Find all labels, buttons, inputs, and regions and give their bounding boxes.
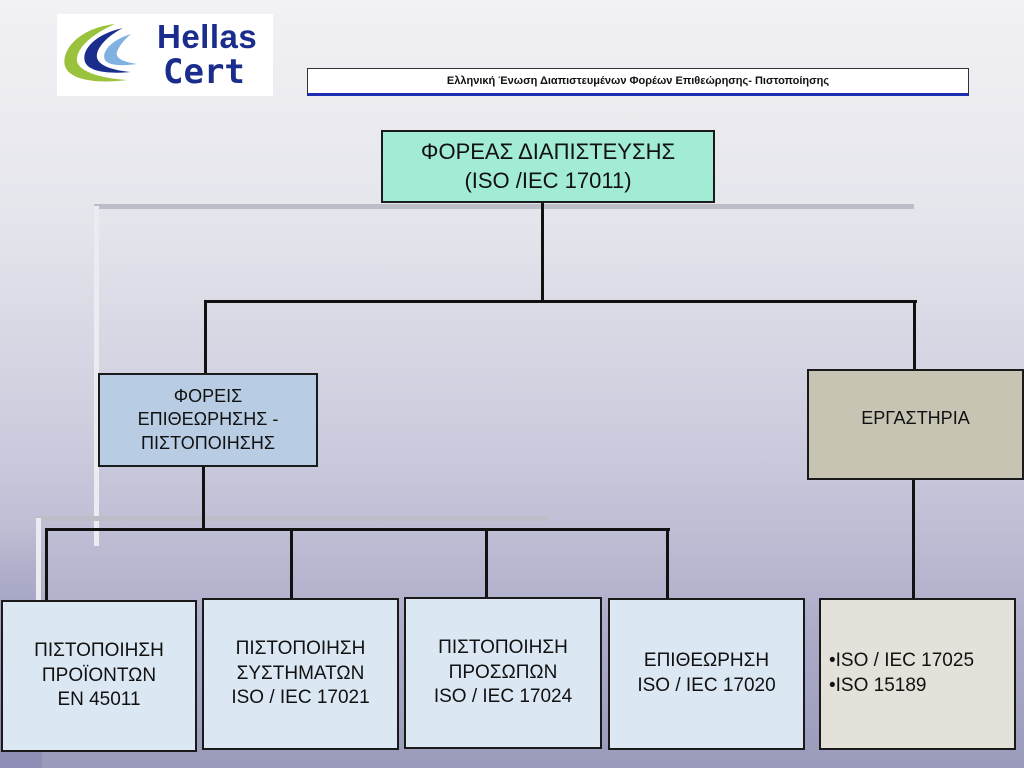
node-label: ΕΠΙΘΕΩΡΗΣΗ ISO / IEC 17020 [637,650,776,696]
connector-to-laboratories [913,300,916,369]
node-system-certification: ΠΙΣΤΟΠΟΙΗΣΗ ΣΥΣΤΗΜΑΤΩΝ ISO / IEC 17021 [202,598,399,750]
background-frame-left [94,206,99,546]
node-persons-certification: ΠΙΣΤΟΠΟΙΗΣΗ ΠΡΟΣΩΠΩΝ ISO / IEC 17024 [404,597,602,749]
connector-level2-horizontal [45,528,670,531]
header-title: Ελληνική Ένωση Διαπιστευμένων Φορέων Επι… [446,75,830,87]
connector-to-leaf-4 [666,528,669,598]
node-label: ΦΟΡΕΙΣ ΕΠΙΘΕΩΡΗΣΗΣ - ΠΙΣΤΟΠΟΙΗΣΗΣ [137,385,279,453]
connector-labs-down [912,480,915,598]
hellas-cert-logo: Hellas Cert [57,14,273,96]
node-inspection: ΕΠΙΘΕΩΡΗΣΗ ISO / IEC 17020 [608,598,805,750]
node-label: ΦΟΡΕΑΣ ΔΙΑΠΙΣΤΕΥΣΗΣ (ISO /IEC 17011) [420,138,676,193]
node-product-certification: ΠΙΣΤΟΠΟΙΗΣΗ ΠΡΟΪΟΝΤΩΝ EN 45011 [1,600,197,752]
connector-root-down [541,203,544,303]
connector-to-leaf-2 [290,528,293,598]
logo-swoosh-icon [64,24,137,82]
node-label: ΠΙΣΤΟΠΟΙΗΣΗ ΣΥΣΤΗΜΑΤΩΝ ISO / IEC 17021 [231,637,370,709]
background-frame-inner-top [36,516,548,521]
header-title-bar: Ελληνική Ένωση Διαπιστευμένων Φορέων Επι… [307,68,969,96]
connector-to-leaf-3 [485,528,488,597]
node-label: ΕΡΓΑΣΤΗΡΙΑ [861,408,970,428]
logo-word-hellas: Hellas [157,18,258,55]
logo-word-cert: Cert [163,52,245,92]
background-frame-top [94,204,914,209]
connector-inspection-down [202,467,205,531]
connector-level1-horizontal [204,300,917,303]
node-laboratory-standards: •ISO / IEC 17025 •ISO 15189 [819,598,1016,750]
connector-to-leaf-1 [45,528,48,600]
node-label: •ISO / IEC 17025 •ISO 15189 [829,650,975,696]
node-label: ΠΙΣΤΟΠΟΙΗΣΗ ΠΡΟΣΩΠΩΝ ISO / IEC 17024 [433,636,573,708]
background-frame-inner-left [36,518,41,618]
node-label: ΠΙΣΤΟΠΟΙΗΣΗ ΠΡΟΪΟΝΤΩΝ EN 45011 [34,639,164,711]
connector-to-inspection-bodies [204,300,207,373]
node-inspection-certification-bodies: ΦΟΡΕΙΣ ΕΠΙΘΕΩΡΗΣΗΣ - ΠΙΣΤΟΠΟΙΗΣΗΣ [98,373,318,467]
node-laboratories: ΕΡΓΑΣΤΗΡΙΑ [807,369,1024,480]
node-accreditation-body: ΦΟΡΕΑΣ ΔΙΑΠΙΣΤΕΥΣΗΣ (ISO /IEC 17011) [381,130,715,203]
